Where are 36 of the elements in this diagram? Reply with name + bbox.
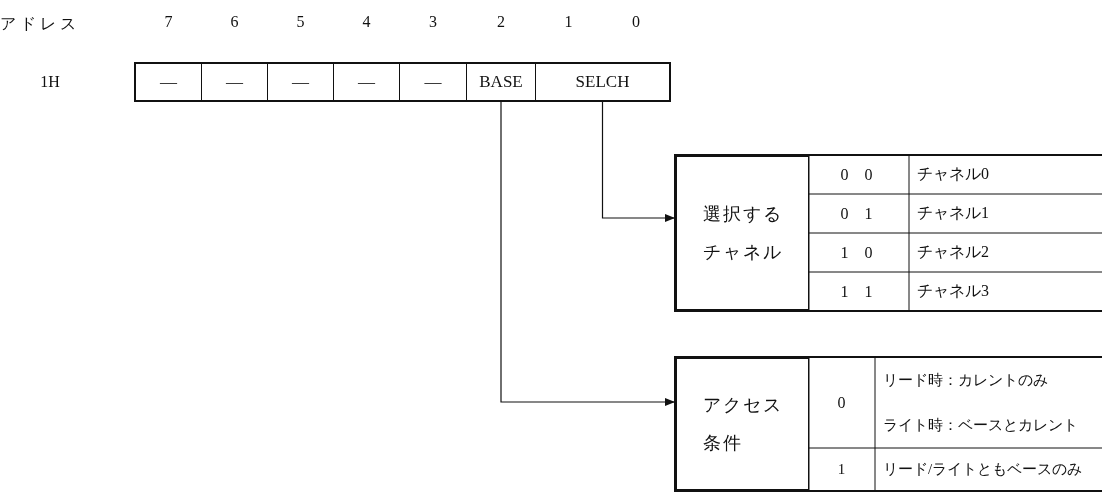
cell-text: —	[358, 72, 375, 92]
address-value: 1H	[39, 72, 61, 92]
cell-text: アクセス条件	[702, 394, 783, 455]
cell-text: —	[160, 72, 177, 92]
cell-text: —	[292, 72, 309, 92]
description-text: リード時：カレントのみ	[882, 370, 1049, 390]
cell-text: —	[226, 72, 243, 92]
arrow	[601, 100, 676, 222]
cell-text: SELCH	[575, 72, 630, 92]
bit-number: 0	[631, 12, 641, 32]
bit-number: 7	[163, 12, 174, 32]
cell-text: 選択するチャネル	[702, 203, 783, 264]
bit-number: 2	[496, 12, 506, 32]
address-label: アドレス	[0, 14, 81, 34]
bit-value: 1 1	[839, 281, 880, 302]
bit-number: 1	[563, 12, 574, 32]
bit-value: 1	[836, 460, 847, 479]
bit-value: 1 0	[839, 242, 880, 263]
table-header-cell	[675, 155, 809, 311]
description-text: チャネル2	[916, 242, 990, 262]
bit-value: 0	[836, 392, 847, 413]
bit-number: 5	[295, 12, 306, 32]
cell-text: —	[424, 72, 442, 92]
bit-number: 6	[229, 12, 240, 32]
description-text: チャネル3	[916, 281, 990, 301]
table-header-cell	[675, 357, 809, 491]
description-text: チャネル1	[916, 203, 990, 223]
bit-value: 0 1	[839, 203, 880, 224]
arrow	[500, 100, 676, 406]
bit-value: 0 0	[839, 164, 880, 185]
bit-number: 3	[428, 12, 438, 32]
bit-number: 4	[361, 12, 372, 32]
description-text: チャネル0	[916, 164, 990, 184]
description-text: リード/ライトともベースのみ	[882, 460, 1084, 479]
description-text: ライト時：ベースとカレント	[882, 416, 1079, 435]
cell-text: BASE	[479, 72, 523, 92]
